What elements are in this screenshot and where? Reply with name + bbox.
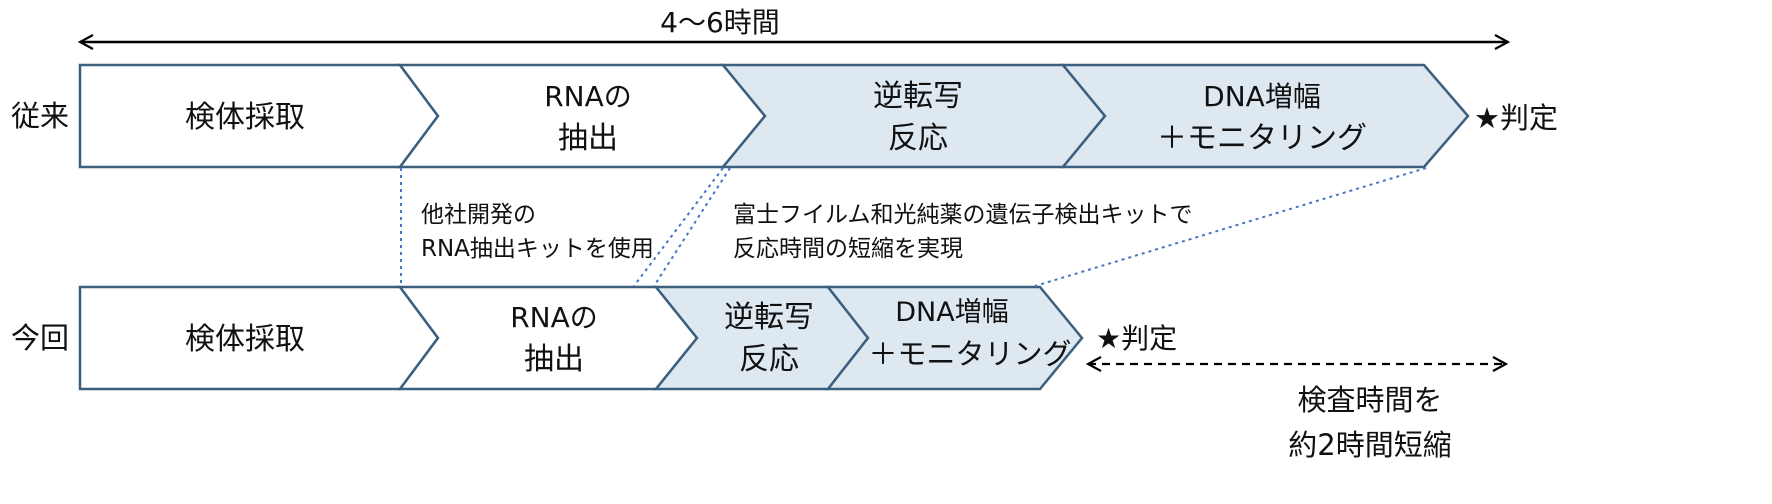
step-cur-rt-line1: 逆転写 [724,300,814,335]
dotted-line-rt-left [653,167,731,287]
step-conv-rna-line2: 抽出 [558,121,618,156]
step-cur-dna [825,285,1084,391]
step-conv-dna [1060,63,1470,169]
step-cur-rna-line1: RNAの [510,301,598,334]
step-conv-sample-label: 検体採取 [185,100,305,135]
savings-line2: 約2時間短縮 [1288,428,1451,462]
note-rna-kit-line1: 他社開発の [421,202,536,228]
current-steps: 検体採取 RNAの 抽出 逆転写 反応 DNA増幅 ＋モニタリング [78,285,1084,391]
step-conv-rt-line2: 反応 [888,121,948,156]
row-label-current: 今回 [11,321,69,355]
note-fujifilm-kit-line2: 反応時間の短縮を実現 [733,236,963,262]
savings-line1: 検査時間を [1297,383,1442,417]
row-label-conventional: 従来 [11,99,69,133]
result-current: ★判定 [1096,322,1177,355]
dotted-line-rna-right [633,167,724,287]
step-cur-rt-line2: 反応 [739,342,799,377]
step-conv-rt-line1: 逆転写 [873,79,963,114]
step-cur-rna-line2: 抽出 [524,342,584,377]
dotted-line-dna-right [1034,167,1427,287]
note-fujifilm-kit-line1: 富士フイルム和光純薬の遺伝子検出キットで [733,202,1193,228]
step-cur-dna-line2: ＋モニタリング [868,337,1071,371]
result-conventional: ★判定 [1474,101,1558,135]
note-rna-kit-line2: RNA抽出キットを使用 [421,236,654,262]
step-conv-rna-line1: RNAの [544,80,632,113]
duration-label: 4〜6時間 [660,6,780,39]
step-cur-dna-line1: DNA増幅 [895,297,1008,328]
step-conv-dna-line1: DNA増幅 [1203,80,1321,113]
step-cur-sample-label: 検体採取 [185,322,305,357]
mapping-lines [400,167,1427,287]
step-conv-dna-line2: ＋モニタリング [1157,121,1367,156]
conventional-steps: 検体採取 RNAの 抽出 逆転写 反応 DNA増幅 ＋モニタリング [78,63,1470,169]
